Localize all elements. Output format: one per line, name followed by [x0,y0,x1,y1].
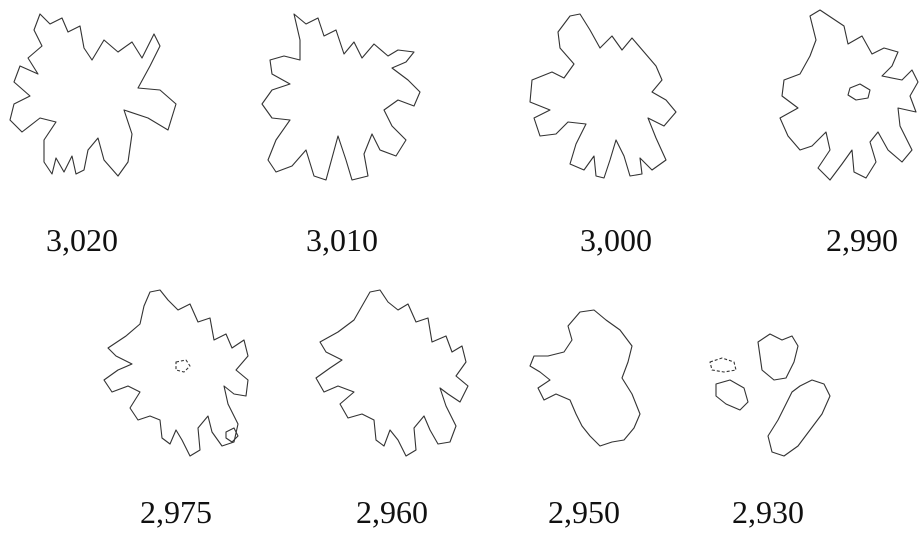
panel-label-2: 3,010 [306,222,378,258]
contour-shape-3020 [9,13,177,177]
panel-label-6: 2,960 [356,494,428,530]
panel-label-8: 2,930 [732,494,804,530]
panel-label-4: 2,990 [826,222,898,258]
panel-label-1: 3,020 [46,222,118,258]
panel-label-7: 2,950 [548,494,620,530]
contour-shape-2990 [779,9,919,181]
contour-shape-2975 [103,289,249,457]
contour-shape-2960 [315,289,469,457]
contour-shape-2930 [709,333,831,457]
contour-shape-2950 [529,309,641,447]
panel-label-3: 3,000 [580,222,652,258]
panel-label-5: 2,975 [140,494,212,530]
contour-shape-3000 [529,13,677,179]
contour-shape-3010 [261,13,421,181]
